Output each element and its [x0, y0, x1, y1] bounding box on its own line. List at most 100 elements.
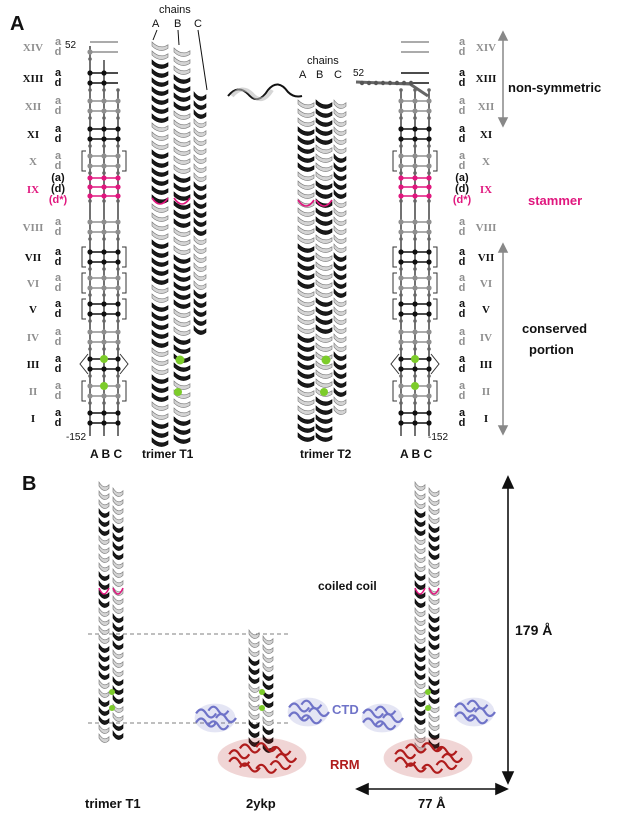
helix-turn — [173, 74, 191, 84]
residue-dot — [413, 116, 417, 120]
residue-dot — [427, 293, 431, 297]
helix-turn — [151, 302, 169, 312]
ctd-domain — [362, 708, 385, 719]
helix-turn — [248, 637, 260, 648]
helix-turn — [173, 209, 191, 219]
helix-turn — [315, 243, 333, 253]
helix-turn — [333, 333, 347, 343]
helix-turn — [173, 254, 191, 264]
bracket — [392, 272, 397, 294]
panel-a-label: A — [10, 13, 24, 35]
heptad-label: XII — [25, 101, 42, 113]
ctd-domain — [300, 714, 323, 725]
helix-turn — [248, 673, 260, 684]
helix-turn — [333, 153, 347, 163]
heptad-position: d — [55, 390, 62, 402]
heptad-label: IX — [480, 184, 492, 196]
rrm-domain-outline — [383, 737, 473, 779]
ion-ball — [425, 689, 431, 695]
helix-turn — [297, 180, 315, 190]
rrm-domain — [269, 759, 292, 771]
helix-turn — [333, 261, 347, 271]
helix-turn — [333, 144, 347, 154]
heptad-position: a — [55, 298, 62, 310]
helix-turn — [333, 99, 347, 109]
left-heptad-ladder — [79, 41, 129, 436]
helix-turn — [173, 47, 191, 57]
helix-turn — [112, 711, 124, 722]
helix-turn — [98, 597, 110, 608]
helix-turn — [193, 136, 207, 146]
residue-dot — [413, 319, 417, 323]
helix-turn — [173, 164, 191, 174]
heptad-position: d — [459, 226, 466, 238]
ctd-domain — [207, 720, 230, 731]
heptad-position: a — [459, 353, 466, 365]
helix-turn — [248, 646, 260, 657]
helix-turn — [297, 270, 315, 280]
helix-turn — [262, 697, 274, 708]
rrm-domain — [441, 752, 464, 764]
residue-dot — [427, 319, 431, 323]
heptad-position: a — [459, 67, 466, 79]
heptad-position: d — [459, 105, 466, 117]
helix-turn — [333, 306, 347, 316]
helix-turn — [151, 329, 169, 339]
helix-turn — [333, 378, 347, 388]
helix-turn — [428, 495, 440, 506]
stammer-loop — [173, 197, 191, 205]
helix-turn — [151, 50, 169, 60]
helix-turn — [414, 624, 426, 635]
heptad-label: VI — [27, 278, 39, 290]
helix-turn — [98, 615, 110, 626]
helix-turn — [414, 606, 426, 617]
bracket — [81, 380, 86, 402]
n-terminal-tail-shadow — [230, 87, 274, 102]
helix-turn — [297, 108, 315, 118]
helix-turn — [428, 513, 440, 524]
residue-dot — [387, 80, 393, 86]
helix-turn — [315, 180, 333, 190]
helix-turn — [151, 194, 169, 204]
helix-turn — [98, 489, 110, 500]
helix-turn — [112, 702, 124, 713]
helix-turn — [428, 630, 440, 641]
helix-turn — [173, 173, 191, 183]
chain-label-b-t2: B — [316, 69, 323, 81]
stammer-loop — [315, 199, 333, 207]
helix-turn — [315, 306, 333, 316]
helix-turn — [428, 549, 440, 560]
helix-turn — [297, 216, 315, 226]
rrm-domain — [269, 745, 292, 757]
helix-turn — [173, 182, 191, 192]
helix-turn — [151, 95, 169, 105]
residue-dot — [380, 80, 386, 86]
helix-turn — [333, 216, 347, 226]
residue-dot — [413, 347, 417, 351]
residue-dot — [116, 199, 120, 203]
helix-turn — [428, 666, 440, 677]
heptad-position: d — [55, 308, 62, 320]
helix-turn — [151, 41, 169, 51]
residue-dot — [116, 374, 120, 378]
residue-dot — [116, 171, 120, 175]
helix-turn — [297, 189, 315, 199]
residue-dot — [399, 293, 403, 297]
helix-turn — [414, 597, 426, 608]
helix-turn — [297, 387, 315, 397]
helix-turn — [333, 162, 347, 172]
heptad-position: a — [55, 407, 62, 419]
helix-turn — [193, 100, 207, 110]
heptad-label: I — [31, 413, 35, 425]
heptad-position: a — [459, 380, 466, 392]
helix-turn — [151, 158, 169, 168]
helix-turn — [428, 648, 440, 659]
heptad-position: a — [55, 95, 62, 107]
helix-turn — [98, 687, 110, 698]
helix-turn — [151, 122, 169, 132]
helix-turn — [173, 110, 191, 120]
helix-turn — [428, 558, 440, 569]
chain-label-a-t2: A — [299, 69, 307, 81]
helix-turn — [173, 56, 191, 66]
heptad-position: d — [55, 46, 62, 58]
